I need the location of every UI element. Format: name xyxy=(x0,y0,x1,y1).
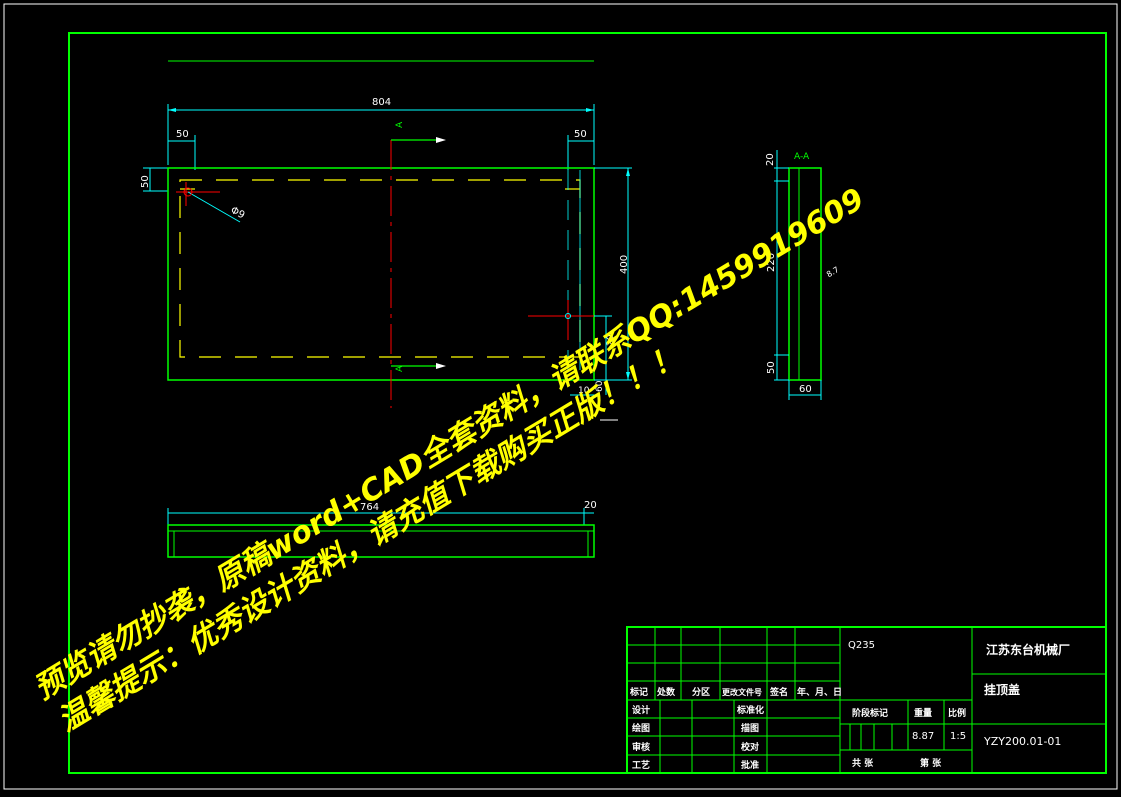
dim-hole: Φ9 xyxy=(229,205,247,221)
tb-header-4: 签名 xyxy=(769,686,788,698)
tb-weight-value: 8.87 xyxy=(912,731,934,742)
section-outline xyxy=(788,167,822,381)
sheet-outer-border xyxy=(3,3,1118,790)
tb-header-5: 年、月、日 xyxy=(797,686,842,698)
dim-10: 10 xyxy=(578,386,590,396)
tb-row-design: 设计 xyxy=(632,704,650,716)
tb-row-review: 审核 xyxy=(632,741,650,753)
tb-row-standard: 标准化 xyxy=(736,704,764,716)
section-mark-a-bottom: A xyxy=(395,365,405,372)
section-title: A-A xyxy=(794,152,810,162)
tb-header-2: 分区 xyxy=(692,686,710,698)
dim-section-50: 50 xyxy=(766,361,777,374)
tb-header-0: 标记 xyxy=(629,686,648,698)
watermark-line-2: 温馨提示：优秀设计资料，请充值下载购买正版！！！ xyxy=(52,338,687,739)
tb-drawing-number: YZY200.01-01 xyxy=(983,735,1061,748)
dim-804: 804 xyxy=(372,97,391,108)
dim-section-220: 220 xyxy=(766,253,777,272)
tb-weight-label: 重量 xyxy=(914,707,932,719)
dim-60-small: 60 xyxy=(595,380,605,392)
tb-row-draw: 绘图 xyxy=(632,722,650,734)
tb-row-approve: 批准 xyxy=(741,759,759,771)
dim-section-20: 20 xyxy=(765,153,776,166)
dim-section-60: 60 xyxy=(799,384,812,395)
tb-row-process: 工艺 xyxy=(632,759,650,771)
dim-764: 764 xyxy=(360,502,379,513)
hidden-outline xyxy=(179,179,581,358)
tb-stage-label: 阶段标记 xyxy=(852,707,888,719)
tb-company: 江苏东台机械厂 xyxy=(986,642,1070,657)
dim-side-50: 50 xyxy=(140,175,151,188)
plate-outline xyxy=(167,167,595,381)
watermark: 预览请勿抄袭，原稿word+CAD全套资料，请联系QQ:1459919609 温… xyxy=(28,182,870,739)
side-outline xyxy=(167,524,595,558)
tb-scale-value: 1:5 xyxy=(950,731,966,742)
dim-lower-20: 20 xyxy=(584,500,597,511)
watermark-line-1: 预览请勿抄袭，原稿word+CAD全套资料，请联系QQ:1459919609 xyxy=(28,182,870,707)
side-view: 764 20 xyxy=(167,500,597,558)
dim-left-50: 50 xyxy=(176,129,189,140)
dim-400: 400 xyxy=(619,255,630,274)
tb-sheets: 共 张 xyxy=(852,757,874,769)
tb-material: Q235 xyxy=(848,640,875,651)
section-mark-a-top: A xyxy=(395,121,405,128)
tb-row-check: 校对 xyxy=(741,741,759,753)
drawing-frame xyxy=(68,32,1107,774)
dim-right-50: 50 xyxy=(574,129,587,140)
tb-sheet: 第 张 xyxy=(920,757,942,769)
tb-part-name: 挂顶盖 xyxy=(984,682,1020,697)
tb-scale-label: 比例 xyxy=(948,707,966,719)
tb-row-trace: 描图 xyxy=(741,722,759,734)
tb-header-3: 更改文件号 xyxy=(722,687,762,697)
plan-view: 804 50 50 50 A A xyxy=(140,60,632,421)
section-view-a-a: A-A 20 220 50 60 8.7 xyxy=(765,150,841,400)
title-block: 标记 处数 分区 更改文件号 签名 年、月、日 设计 绘图 审核 工艺 标准化 … xyxy=(626,626,1107,774)
dim-20-right: 20 xyxy=(606,334,616,346)
tb-header-1: 处数 xyxy=(656,686,676,698)
dim-section-angle: 8.7 xyxy=(825,265,841,279)
